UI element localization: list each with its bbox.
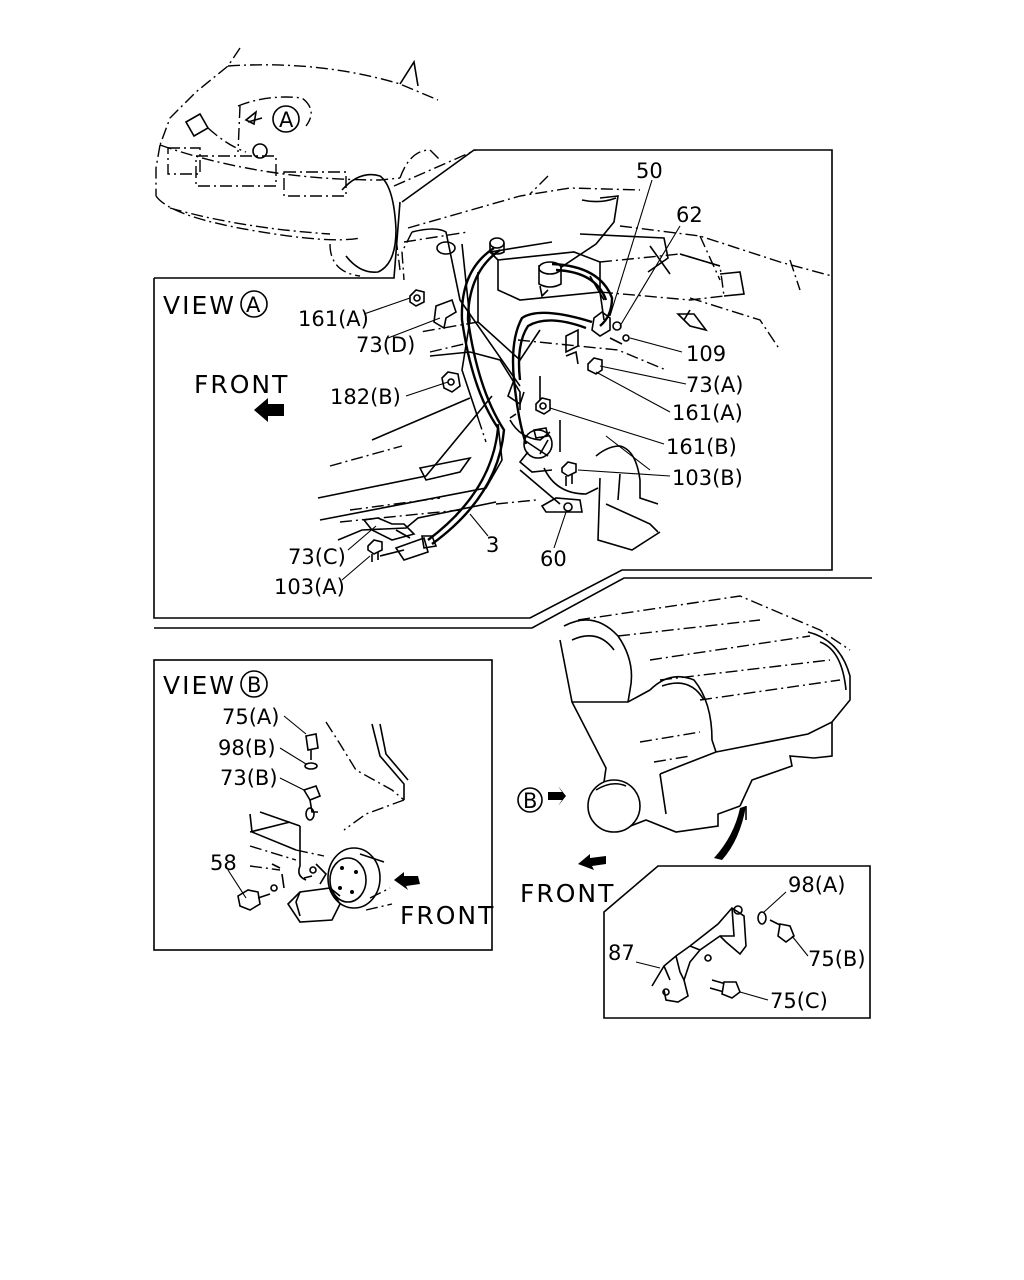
part-label-161a-left: 161(A) bbox=[298, 307, 369, 331]
bracket-detail-frame bbox=[603, 865, 871, 1019]
fastener-161b bbox=[533, 427, 549, 439]
front-label-view-a: FRONT bbox=[194, 370, 289, 399]
starter-motor-detail bbox=[237, 721, 420, 923]
front-arrow-icon bbox=[254, 398, 284, 422]
part-label-103b: 103(B) bbox=[672, 466, 743, 490]
bracket-73d bbox=[433, 298, 457, 330]
front-label-engine: FRONT bbox=[520, 879, 615, 908]
bracket-87 bbox=[651, 905, 747, 1003]
part-label-75b: 75(B) bbox=[808, 947, 866, 971]
battery-area-detail bbox=[317, 175, 833, 551]
callout-b-letter: B bbox=[523, 789, 537, 813]
bracket-leader-lines bbox=[635, 891, 809, 1001]
view-b-letter: B bbox=[247, 673, 261, 697]
view-a-title: VIEW bbox=[163, 291, 236, 320]
part-label-161b: 161(B) bbox=[666, 435, 737, 459]
part-label-87: 87 bbox=[608, 941, 635, 965]
part-label-109: 109 bbox=[686, 342, 726, 366]
part-label-3: 3 bbox=[486, 533, 499, 557]
part-label-103a: 103(A) bbox=[274, 575, 345, 599]
part-label-73a: 73(A) bbox=[686, 373, 743, 397]
part-label-75c: 75(C) bbox=[770, 989, 828, 1013]
part-label-75a: 75(A) bbox=[222, 705, 279, 729]
fastener-73a bbox=[587, 357, 603, 375]
bolt-75c bbox=[709, 979, 741, 999]
part-label-73c: 73(C) bbox=[288, 545, 346, 569]
engine-sketch: B bbox=[517, 595, 851, 870]
view-b-letter-circle bbox=[240, 670, 268, 698]
part-label-182b: 182(B) bbox=[330, 385, 401, 409]
bolt-98a-75b bbox=[757, 911, 795, 943]
part-label-98b: 98(B) bbox=[218, 736, 276, 760]
part-label-73d: 73(D) bbox=[356, 333, 415, 357]
view-b-leader-lines bbox=[227, 715, 307, 899]
view-a-letter-circle bbox=[240, 290, 268, 318]
part-label-62: 62 bbox=[676, 203, 703, 227]
car-front-sketch: A bbox=[155, 47, 477, 277]
fastener-182b bbox=[441, 371, 461, 393]
part-label-98a: 98(A) bbox=[788, 873, 845, 897]
part-label-60: 60 bbox=[540, 547, 567, 571]
view-a-letter: A bbox=[246, 293, 261, 317]
fastener-161a-left bbox=[409, 289, 425, 307]
part-label-50: 50 bbox=[636, 159, 663, 183]
part-label-58: 58 bbox=[210, 851, 237, 875]
part-label-73b: 73(B) bbox=[220, 766, 278, 790]
callout-a-letter: A bbox=[279, 108, 294, 132]
view-a-frame bbox=[153, 149, 872, 629]
front-label-view-b: FRONT bbox=[400, 901, 495, 930]
fastener-103b bbox=[561, 461, 577, 486]
view-b-title: VIEW bbox=[163, 671, 236, 700]
positive-cable-harness bbox=[507, 262, 630, 445]
view-b-frame bbox=[153, 659, 493, 951]
battery-cable-3 bbox=[379, 246, 506, 561]
fastener-161a-right bbox=[535, 397, 551, 415]
view-a-leader-lines bbox=[341, 179, 687, 581]
part-label-161a-right: 161(A) bbox=[672, 401, 743, 425]
fastener-103a bbox=[367, 539, 383, 562]
